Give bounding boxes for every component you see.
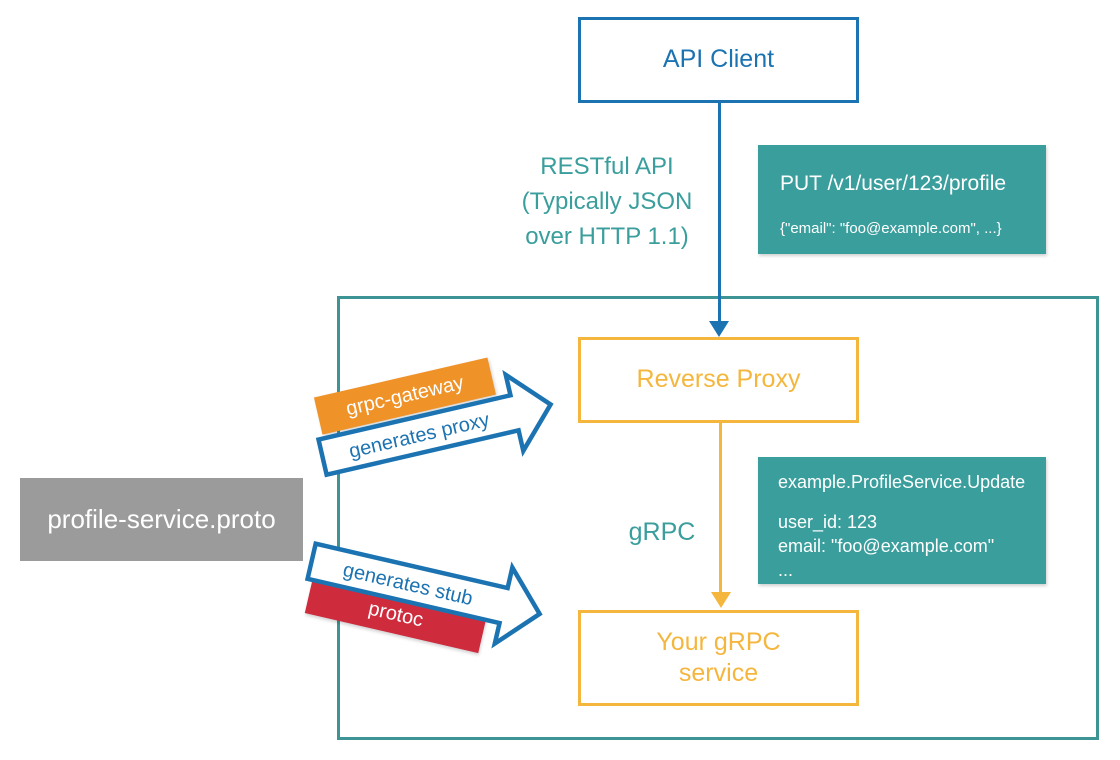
grpc-request-field-user-id: user_id: 123: [778, 512, 878, 532]
rest-connector-arrowhead-icon: [709, 321, 729, 337]
grpc-edge-label: gRPC: [628, 518, 696, 546]
http-request-note: PUT /v1/user/123/profile {"email": "foo@…: [758, 145, 1046, 254]
api-client-box: API Client: [578, 17, 859, 103]
grpc-request-note: example.ProfileService.Update user_id: 1…: [758, 457, 1046, 584]
grpc-request-title: example.ProfileService.Update: [778, 472, 1026, 492]
grpc-connector-arrowhead-icon: [711, 592, 731, 608]
grpc-request-fields: user_id: 123 email: "foo@example.com" ..…: [778, 510, 1026, 582]
reverse-proxy-box: Reverse Proxy: [578, 337, 859, 423]
proto-file-box: profile-service.proto: [20, 478, 303, 561]
generates-proxy-arrow-group: grpc-gateway generates proxy: [312, 344, 571, 505]
reverse-proxy-label: Reverse Proxy: [636, 365, 801, 394]
http-request-title: PUT /v1/user/123/profile: [780, 172, 1007, 195]
api-client-label: API Client: [662, 45, 775, 74]
generates-stub-arrow-group: protoc generates stub: [299, 521, 558, 682]
grpc-service-label-line1: Your gRPC: [656, 627, 781, 656]
http-request-body: {"email": "foo@example.com", ...}: [780, 220, 1002, 237]
generates-proxy-arrow-icon: generates proxy: [315, 369, 554, 478]
grpc-connector-line: [719, 423, 722, 593]
grpc-service-box: Your gRPC service: [578, 610, 859, 706]
grpc-request-field-ellipsis: ...: [778, 560, 794, 580]
rest-edge-label: RESTful API (Typically JSON over HTTP 1.…: [478, 149, 736, 254]
proto-file-label: profile-service.proto: [47, 504, 276, 534]
grpc-request-field-email: email: "foo@example.com": [778, 536, 995, 556]
grpc-service-label-line2: service: [678, 659, 759, 687]
rest-edge-label-line1: RESTful API: [540, 153, 674, 180]
generates-stub-arrow-icon: generates stub: [304, 541, 543, 649]
rest-edge-label-line3: over HTTP 1.1): [525, 223, 689, 250]
rest-connector-line: [718, 103, 721, 322]
rest-edge-label-line2: (Typically JSON: [521, 188, 693, 215]
